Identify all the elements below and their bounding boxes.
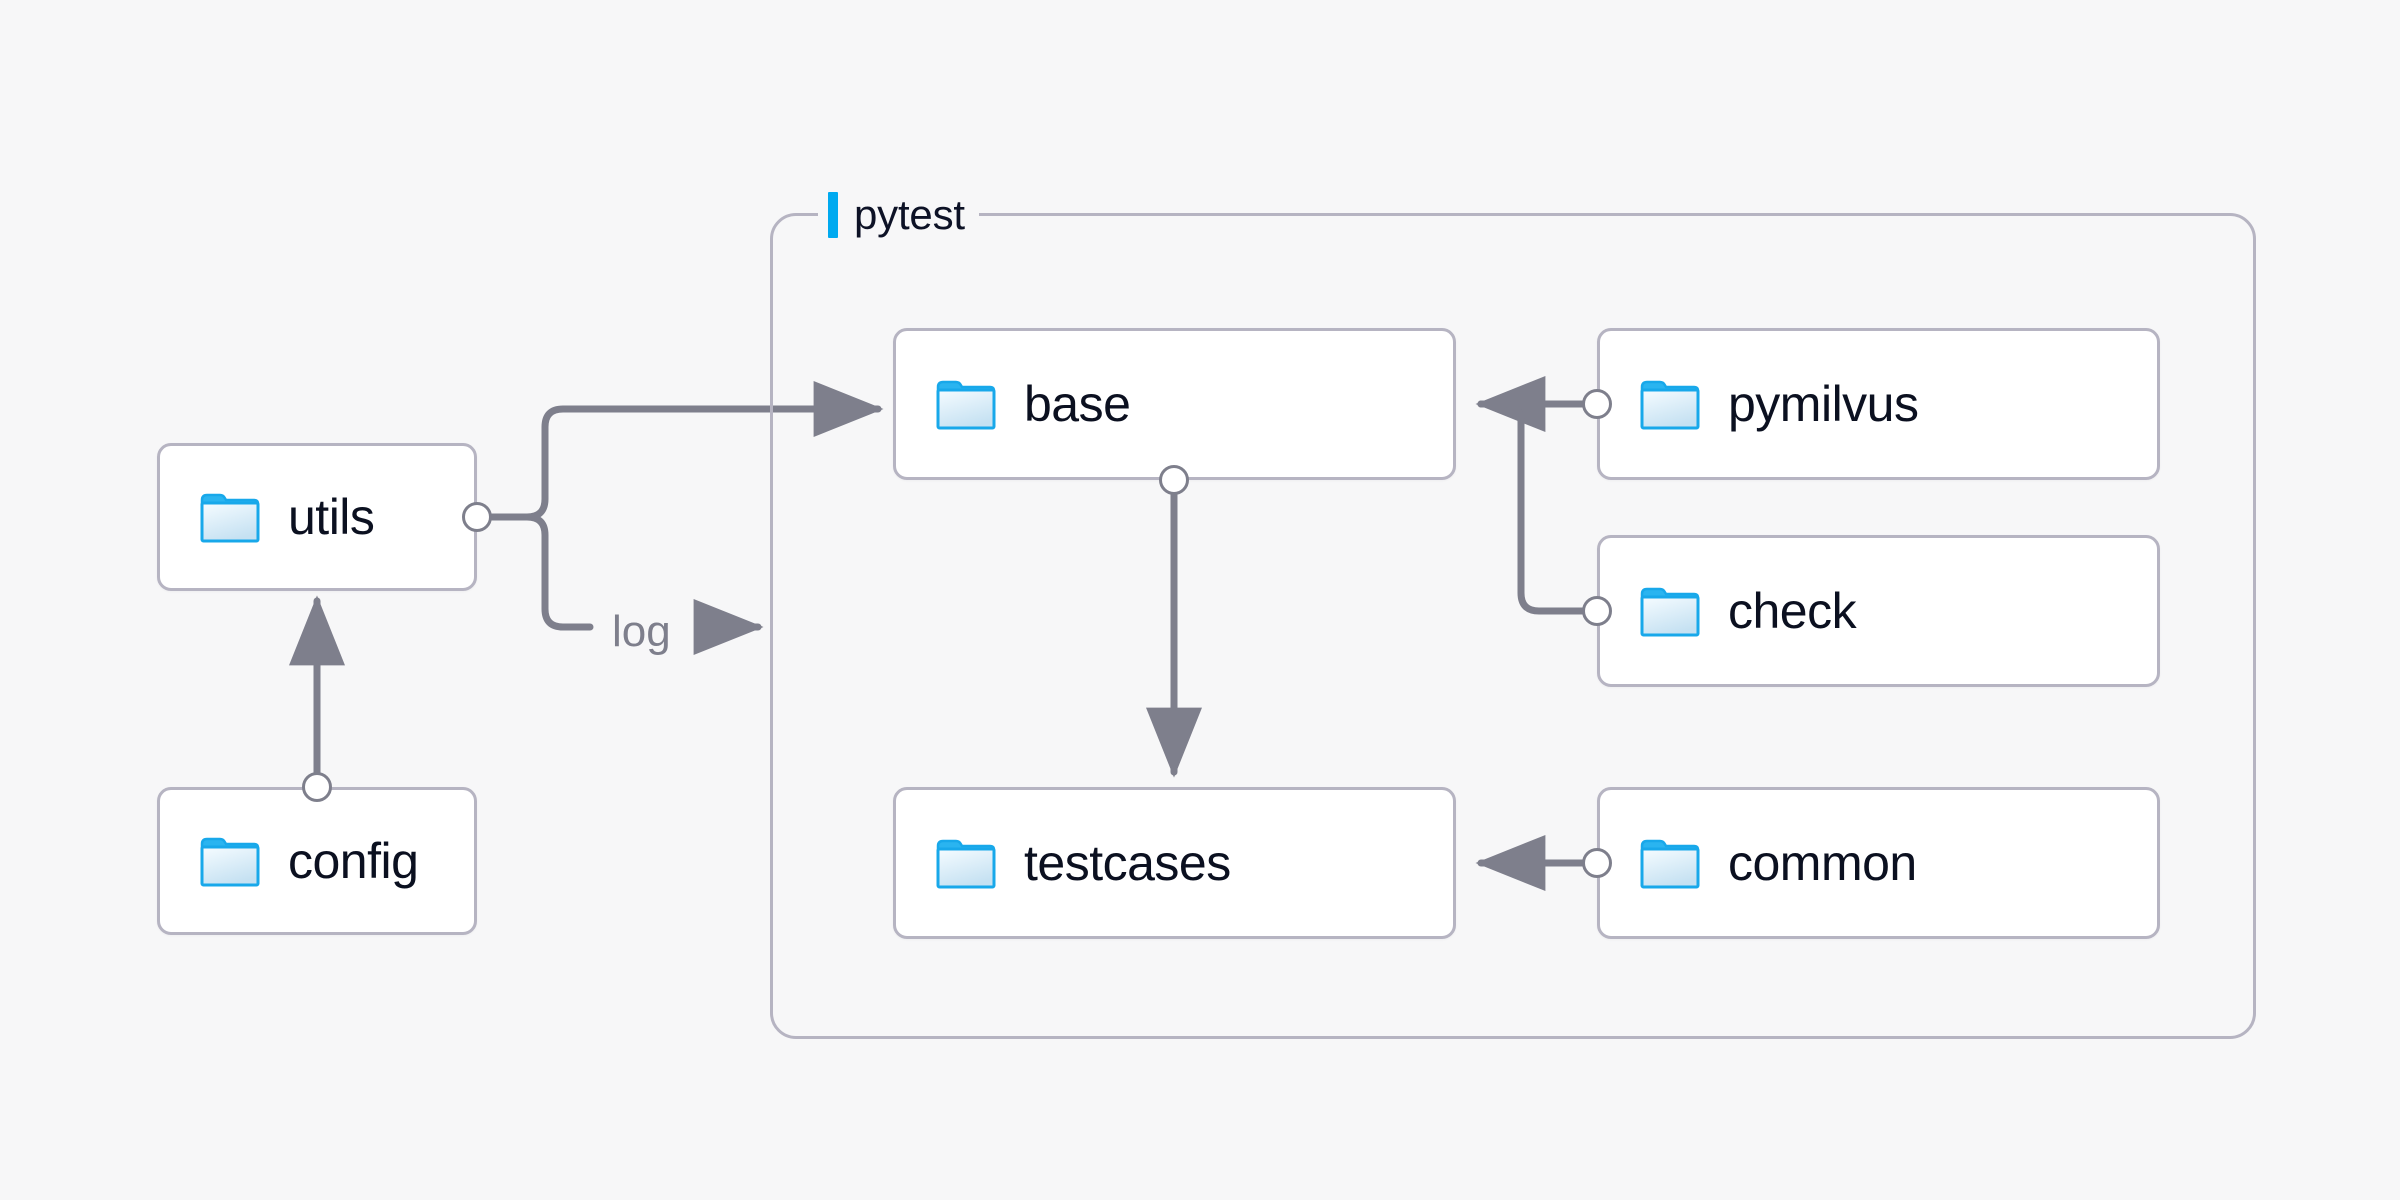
node-label-common: common: [1728, 835, 1917, 891]
folder-icon: [1640, 587, 1700, 637]
node-base[interactable]: base: [893, 328, 1456, 480]
folder-icon: [936, 839, 996, 889]
node-check[interactable]: check: [1597, 535, 2160, 687]
node-label-testcases: testcases: [1024, 835, 1231, 891]
node-common[interactable]: common: [1597, 787, 2160, 939]
node-content: utils: [160, 489, 375, 545]
node-content: check: [1600, 583, 1857, 639]
port-check-left[interactable]: [1582, 596, 1612, 626]
node-label-check: check: [1728, 583, 1857, 639]
folder-icon: [936, 380, 996, 430]
node-content: pymilvus: [1600, 376, 1919, 432]
port-config-top[interactable]: [302, 772, 332, 802]
node-pymilvus[interactable]: pymilvus: [1597, 328, 2160, 480]
folder-icon: [200, 837, 260, 887]
node-label-config: config: [288, 833, 419, 889]
node-content: config: [160, 833, 419, 889]
node-testcases[interactable]: testcases: [893, 787, 1456, 939]
node-content: base: [896, 376, 1131, 432]
port-pymilvus-left[interactable]: [1582, 389, 1612, 419]
port-base-bottom[interactable]: [1159, 465, 1189, 495]
group-accent-bar: [828, 192, 838, 238]
node-config[interactable]: config: [157, 787, 477, 935]
group-label-text: pytest: [854, 191, 965, 238]
folder-icon: [1640, 839, 1700, 889]
edge-label-log: log: [612, 607, 671, 656]
port-utils-right[interactable]: [462, 502, 492, 532]
node-label-base: base: [1024, 376, 1131, 432]
node-utils[interactable]: utils: [157, 443, 477, 591]
node-content: testcases: [896, 835, 1231, 891]
group-container-pytest[interactable]: [770, 213, 2256, 1039]
node-label-utils: utils: [288, 489, 375, 545]
node-label-pymilvus: pymilvus: [1728, 376, 1919, 432]
port-common-left[interactable]: [1582, 848, 1612, 878]
group-label-pytest: pytest: [818, 185, 979, 245]
folder-icon: [200, 493, 260, 543]
edge-utils-log: [523, 513, 594, 631]
node-content: common: [1600, 835, 1917, 891]
folder-icon: [1640, 380, 1700, 430]
